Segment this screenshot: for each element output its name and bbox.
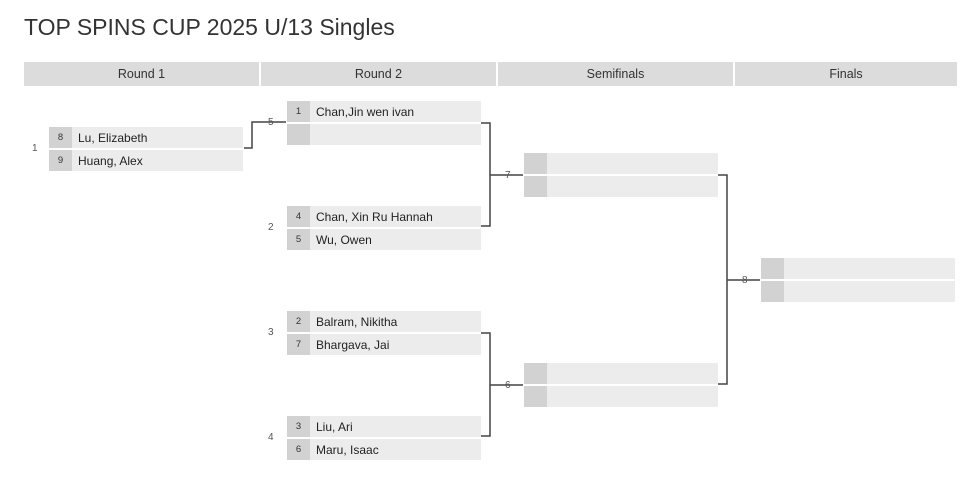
round-header-semifinals: Semifinals (498, 62, 733, 86)
player-slot[interactable]: 6 Maru, Isaac (287, 439, 481, 460)
match-8 (761, 258, 955, 302)
match-number-3: 3 (268, 327, 274, 338)
player-name: Chan, Xin Ru Hannah (316, 209, 433, 224)
seed-badge (761, 281, 784, 302)
player-slot[interactable] (524, 386, 718, 407)
player-name: Wu, Owen (316, 232, 372, 247)
player-slot[interactable]: 5 Wu, Owen (287, 229, 481, 250)
seed-badge (524, 386, 547, 407)
match-number-2: 2 (268, 222, 274, 233)
match-number-5: 5 (268, 117, 274, 128)
player-slot[interactable] (761, 258, 955, 279)
round-header-1: Round 1 (24, 62, 259, 86)
match-4: 3 Liu, Ari 6 Maru, Isaac (287, 416, 481, 460)
seed-badge: 5 (287, 229, 310, 250)
page-title: TOP SPINS CUP 2025 U/13 Singles (24, 14, 395, 40)
seed-badge: 6 (287, 439, 310, 460)
seed-badge: 7 (287, 334, 310, 355)
match-6 (524, 363, 718, 407)
player-name: Balram, Nikitha (316, 314, 398, 329)
player-slot[interactable]: 9 Huang, Alex (49, 150, 243, 171)
match-2: 4 Chan, Xin Ru Hannah 5 Wu, Owen (287, 206, 481, 250)
match-number-8: 8 (742, 275, 748, 286)
player-slot[interactable] (287, 124, 481, 145)
player-slot[interactable]: 3 Liu, Ari (287, 416, 481, 437)
player-slot[interactable]: 1 Chan,Jin wen ivan (287, 101, 481, 122)
round-header-finals: Finals (735, 62, 957, 86)
match-number-6: 6 (505, 380, 511, 391)
player-slot[interactable]: 2 Balram, Nikitha (287, 311, 481, 332)
match-number-7: 7 (505, 170, 511, 181)
seed-badge: 9 (49, 150, 72, 171)
player-name: Bhargava, Jai (316, 337, 390, 352)
seed-badge (524, 153, 547, 174)
seed-badge (761, 258, 784, 279)
player-name: Huang, Alex (78, 153, 143, 168)
seed-badge: 3 (287, 416, 310, 437)
connector-m1-m5 (244, 121, 286, 149)
connector-m5-m2 (481, 122, 491, 227)
seed-badge (287, 124, 310, 145)
match-1: 8 Lu, Elizabeth 9 Huang, Alex (49, 127, 243, 171)
player-name: Chan,Jin wen ivan (316, 104, 415, 119)
player-slot[interactable]: 4 Chan, Xin Ru Hannah (287, 206, 481, 227)
seed-badge (524, 363, 547, 384)
match-7 (524, 153, 718, 197)
player-slot[interactable]: 7 Bhargava, Jai (287, 334, 481, 355)
player-slot[interactable]: 8 Lu, Elizabeth (49, 127, 243, 148)
match-3: 2 Balram, Nikitha 7 Bhargava, Jai (287, 311, 481, 355)
seed-badge: 1 (287, 101, 310, 122)
player-slot[interactable] (761, 281, 955, 302)
connector-m7-m6 (718, 174, 728, 385)
match-number-1: 1 (32, 143, 38, 154)
player-name: Lu, Elizabeth (78, 130, 148, 145)
player-slot[interactable] (524, 153, 718, 174)
match-number-4: 4 (268, 432, 274, 443)
seed-badge: 8 (49, 127, 72, 148)
seed-badge (524, 176, 547, 197)
player-slot[interactable] (524, 176, 718, 197)
player-slot[interactable] (524, 363, 718, 384)
round-header-2: Round 2 (261, 62, 496, 86)
player-name: Maru, Isaac (316, 442, 379, 457)
player-name: Liu, Ari (316, 419, 353, 434)
seed-badge: 2 (287, 311, 310, 332)
match-5: 1 Chan,Jin wen ivan (287, 101, 481, 145)
seed-badge: 4 (287, 206, 310, 227)
connector-m3-m4 (481, 332, 491, 437)
